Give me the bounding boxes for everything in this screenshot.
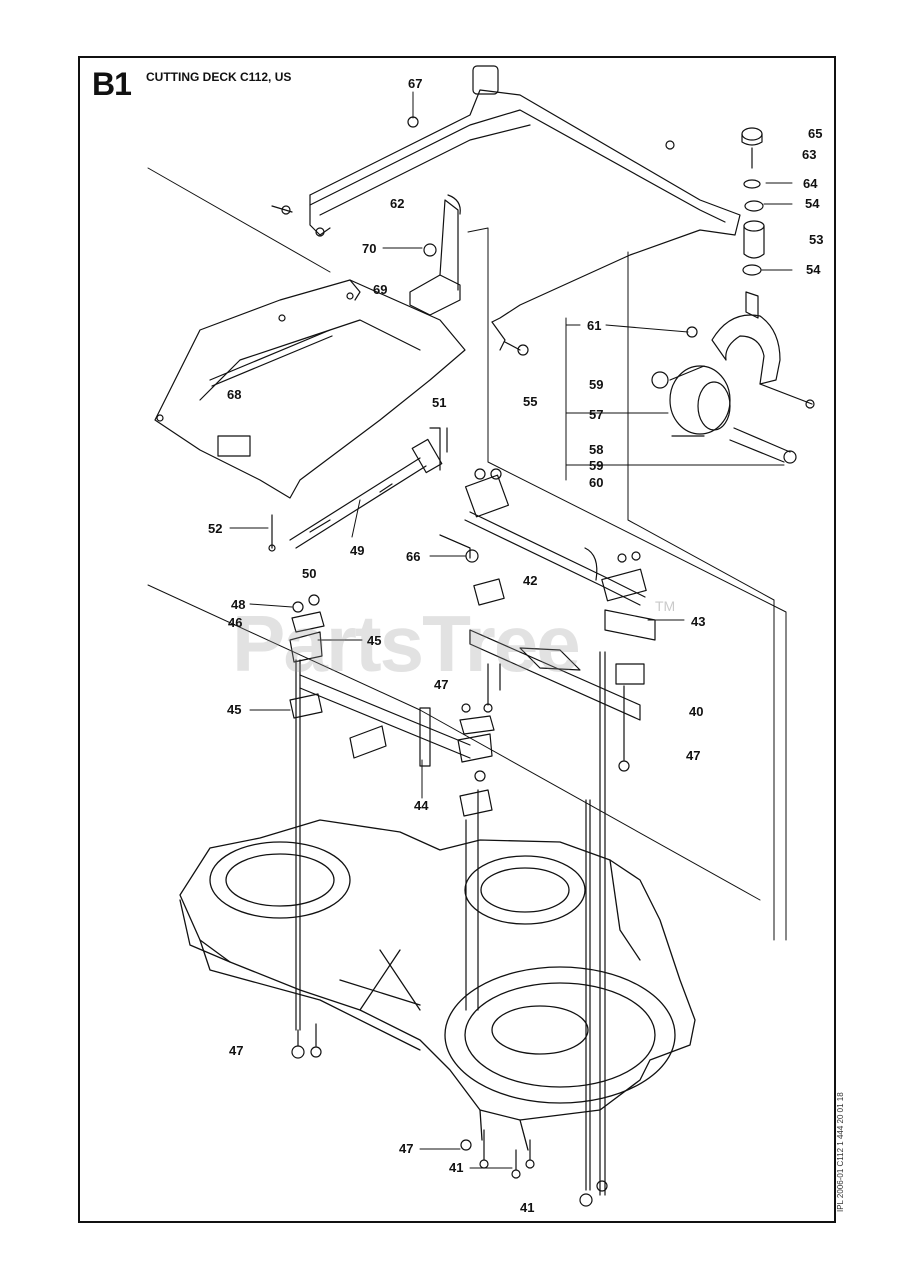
callout-70: 70: [362, 241, 377, 256]
lift-frame: [309, 65, 741, 351]
callout-41: 41: [520, 1200, 535, 1215]
callout-50: 50: [302, 566, 317, 581]
callout-61: 61: [587, 318, 602, 333]
callout-55: 55: [523, 394, 538, 409]
bottom-fasteners: [460, 1129, 535, 1179]
drawing-frame: [78, 56, 836, 1223]
callout-42: 42: [523, 573, 538, 588]
sheet-title: CUTTING DECK C112, US: [146, 70, 292, 84]
callout-65: 65: [808, 126, 823, 141]
callout-51: 51: [432, 395, 447, 410]
callout-57: 57: [589, 407, 604, 422]
side-reference: IPL 2006-01 C112 1 444 20 01 18: [836, 1092, 845, 1212]
cross-bar-40: [299, 578, 641, 767]
center-shaft-42: [439, 468, 646, 606]
callout-69: 69: [373, 282, 388, 297]
callout-66: 66: [406, 549, 421, 564]
callout-47: 47: [229, 1043, 244, 1058]
callout-59: 59: [589, 377, 604, 392]
callout-45: 45: [367, 633, 382, 648]
left-bracket-stack: [289, 594, 325, 1059]
mid-bracket-stack: [457, 703, 593, 1207]
callout-40: 40: [689, 704, 704, 719]
bracket-43: [596, 551, 656, 1196]
callout-44: 44: [414, 798, 429, 813]
callout-67: 67: [408, 76, 423, 91]
callout-43: 43: [691, 614, 706, 629]
callout-64: 64: [803, 176, 818, 191]
callout-48: 48: [231, 597, 246, 612]
callout-47: 47: [434, 677, 449, 692]
callout-45: 45: [227, 702, 242, 717]
callout-47: 47: [686, 748, 701, 763]
callout-54: 54: [806, 262, 821, 277]
lift-rod-assembly: [268, 427, 448, 552]
callout-52: 52: [208, 521, 223, 536]
sheet-id: B1: [92, 66, 132, 102]
bracket-69: [409, 194, 461, 316]
section-lines: [147, 167, 787, 941]
cutting-deck-housing: [179, 819, 696, 1151]
callout-54: 54: [805, 196, 820, 211]
deck-plate-68: [154, 279, 466, 499]
watermark-text: PartsTree: [232, 599, 581, 688]
callout-59: 59: [589, 458, 604, 473]
callout-49: 49: [350, 543, 365, 558]
frame-bolts: [271, 116, 675, 356]
callout-68: 68: [227, 387, 242, 402]
front-wheel-assembly: [651, 127, 815, 464]
callout-41: 41: [449, 1160, 464, 1175]
callout-62: 62: [390, 196, 405, 211]
callout-47: 47: [399, 1141, 414, 1156]
leader-lines: [229, 91, 793, 1169]
callout-58: 58: [589, 442, 604, 457]
group-bracket-55: [565, 317, 581, 481]
callout-53: 53: [809, 232, 824, 247]
callout-63: 63: [802, 147, 817, 162]
callout-60: 60: [589, 475, 604, 490]
watermark-trademark: TM: [655, 598, 676, 614]
callout-46: 46: [228, 615, 243, 630]
